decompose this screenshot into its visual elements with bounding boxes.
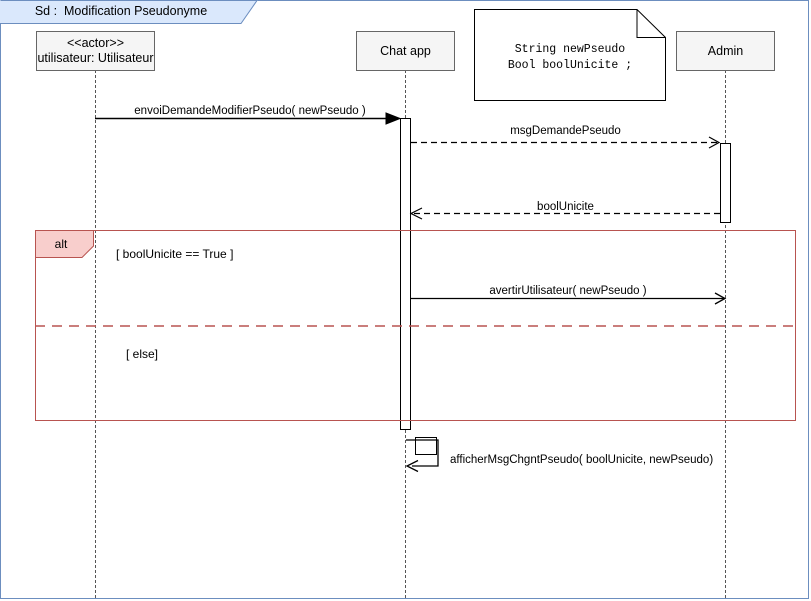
alt-guard-2: [ else] (126, 347, 159, 361)
lifeline-label-utilisateur: utilisateur: Utilisateur (37, 51, 154, 65)
activation-bar-chatapp (400, 118, 411, 430)
message-arrow-m4[interactable] (411, 292, 727, 306)
lifeline-head-utilisateur[interactable]: <<actor>> utilisateur: Utilisateur (36, 31, 155, 71)
message-label-m4: avertirUtilisateur( newPseudo ) (489, 285, 647, 297)
note-line-1: String newPseudo (514, 43, 626, 56)
message-arrow-m1[interactable] (95, 112, 405, 126)
alt-guard-1: [ boolUnicite == True ] (116, 247, 234, 261)
alt-operator-label-wrap: alt (35, 230, 87, 258)
message-label-m3: boolUnicite (537, 201, 594, 213)
message-arrow-m3[interactable] (409, 207, 721, 221)
lifeline-label-chatapp: Chat app (380, 43, 431, 58)
message-label-m5: afficherMsgChgntPseudo( boolUnicite, new… (450, 454, 714, 466)
sd-frame-title: Sd : Modification Pseudonyme (34, 4, 208, 18)
alt-operator-label: alt (54, 237, 68, 251)
lifeline-stereotype-utilisateur: <<actor>> (67, 36, 124, 50)
alt-divider (35, 325, 796, 327)
alt-operator-tab (35, 230, 94, 258)
activation-bar-admin (720, 143, 731, 223)
note-line-2: Bool boolUnicite ; (507, 59, 633, 72)
message-arrow-m5[interactable] (400, 437, 450, 473)
lifeline-admin (725, 70, 726, 598)
lifeline-utilisateur (95, 70, 96, 598)
lifeline-label-admin: Admin (707, 43, 744, 58)
message-label-m1: envoiDemandeModifierPseudo( newPseudo ) (134, 105, 366, 117)
activation-bar-chatapp-self (415, 437, 437, 455)
message-label-m2: msgDemandePseudo (510, 125, 621, 137)
message-arrow-m2[interactable] (411, 136, 723, 150)
note-shape (474, 9, 666, 101)
lifeline-head-chatapp[interactable]: Chat app (356, 31, 455, 71)
lifeline-head-admin[interactable]: Admin (676, 31, 775, 71)
